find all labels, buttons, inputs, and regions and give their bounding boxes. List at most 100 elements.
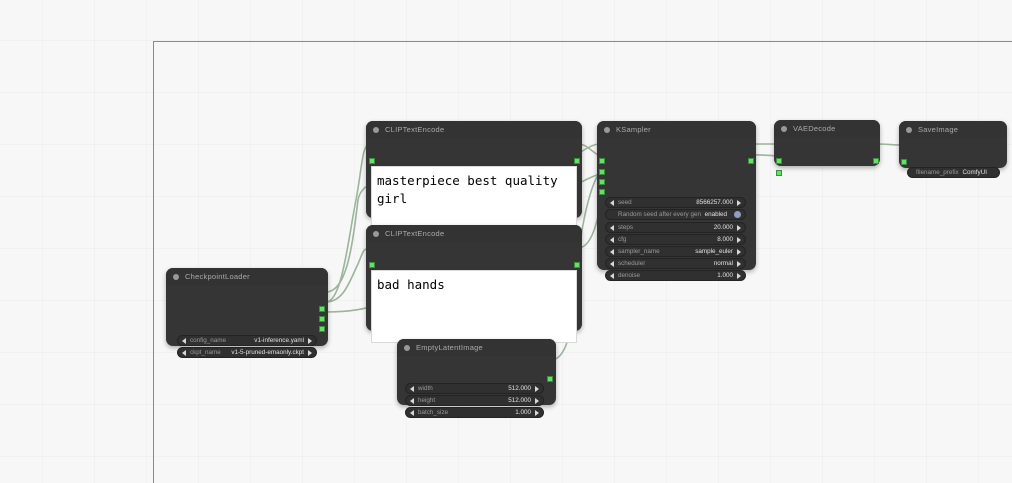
widget-label: sampler_name (618, 248, 660, 255)
widget-value: v1-5-pruned-emaonly.ckpt (231, 349, 304, 356)
increment-arrow-icon[interactable] (535, 385, 539, 392)
output-slot-conditioning[interactable] (574, 262, 580, 268)
decrement-arrow-icon[interactable] (610, 248, 614, 255)
decrement-arrow-icon[interactable] (610, 199, 614, 206)
output-slot-latent[interactable] (748, 158, 754, 164)
input-slot-clip[interactable] (369, 158, 375, 164)
increment-arrow-icon[interactable] (308, 349, 312, 356)
increment-arrow-icon[interactable] (737, 248, 741, 255)
input-slot-images[interactable] (901, 159, 907, 165)
increment-arrow-icon[interactable] (308, 337, 312, 344)
increment-arrow-icon[interactable] (737, 260, 741, 267)
widget-config-name[interactable]: config_name v1-inference.yaml (177, 335, 317, 346)
widget-label: height (418, 397, 436, 404)
widget-label: Random seed after every gen (618, 211, 701, 218)
widget-label: width (418, 385, 433, 392)
link-clip-negative (325, 247, 370, 303)
increment-arrow-icon[interactable] (737, 236, 741, 243)
widget-value: normal (713, 260, 733, 267)
collapse-dot-icon[interactable] (404, 344, 410, 351)
decrement-arrow-icon[interactable] (182, 337, 186, 344)
node-title-label: EmptyLatentImage (416, 343, 483, 352)
collapse-dot-icon[interactable] (373, 230, 379, 237)
widget-value: 512.000 (508, 397, 531, 404)
decrement-arrow-icon[interactable] (410, 397, 414, 404)
decrement-arrow-icon[interactable] (410, 409, 414, 416)
widget-value: enabled (704, 211, 727, 218)
output-slot-image[interactable] (873, 158, 879, 164)
widget-value: 20.000 (713, 224, 733, 231)
decrement-arrow-icon[interactable] (610, 260, 614, 267)
widget-value: sample_euler (695, 248, 733, 255)
node-emptylatentimage[interactable]: EmptyLatentImage width 512.000 height 51… (397, 339, 556, 418)
output-slot-latent[interactable] (547, 376, 553, 382)
input-slot-latent-image[interactable] (599, 189, 605, 195)
widget-value: v1-inference.yaml (254, 337, 304, 344)
output-slot-model[interactable] (319, 306, 325, 312)
node-title-bar-vaedecode[interactable]: VAEDecode (774, 120, 880, 137)
node-title-bar-ksampler[interactable]: KSampler (597, 121, 756, 138)
widget-cfg[interactable]: cfg 8.000 (605, 234, 746, 245)
node-title-bar-negative[interactable]: CLIPTextEncode (366, 225, 582, 242)
output-slot-vae[interactable] (319, 326, 325, 332)
input-slot-samples[interactable] (776, 158, 782, 164)
collapse-dot-icon[interactable] (373, 126, 379, 133)
widget-label: batch_size (418, 409, 449, 416)
output-slot-conditioning[interactable] (574, 158, 580, 164)
widget-batch-size[interactable]: batch_size 1.000 (405, 407, 544, 418)
node-title-bar-positive[interactable]: CLIPTextEncode (366, 121, 582, 138)
decrement-arrow-icon[interactable] (610, 224, 614, 231)
input-slot-positive[interactable] (599, 169, 605, 175)
input-slot-clip[interactable] (369, 262, 375, 268)
node-title-label: CheckpointLoader (185, 272, 250, 281)
node-saveimage[interactable]: SaveImage filename_prefix ComfyUI (899, 121, 1007, 178)
widget-random-seed-toggle[interactable]: Random seed after every gen enabled (605, 209, 746, 220)
widget-value: ComfyUI (962, 169, 988, 176)
output-slot-clip[interactable] (319, 316, 325, 322)
increment-arrow-icon[interactable] (737, 224, 741, 231)
widget-height[interactable]: height 512.000 (405, 395, 544, 406)
increment-arrow-icon[interactable] (737, 199, 741, 206)
widget-scheduler[interactable]: scheduler normal (605, 258, 746, 269)
widget-label: ckpt_name (190, 349, 221, 356)
node-vaedecode[interactable]: VAEDecode (774, 120, 880, 176)
widget-seed[interactable]: seed 8566257.000 (605, 197, 746, 208)
increment-arrow-icon[interactable] (737, 272, 741, 279)
node-ksampler[interactable]: KSampler seed 8566257.000 Random seed af… (597, 121, 756, 281)
node-cliptextencode-negative[interactable]: CLIPTextEncode bad hands (366, 225, 582, 343)
decrement-arrow-icon[interactable] (410, 385, 414, 392)
increment-arrow-icon[interactable] (535, 397, 539, 404)
widget-label: filename_prefix (916, 169, 959, 176)
node-title-bar-saveimage[interactable]: SaveImage (899, 121, 1007, 138)
prompt-textarea-positive[interactable]: masterpiece best quality girl (371, 166, 577, 230)
prompt-textarea-negative[interactable]: bad hands (371, 270, 577, 343)
widget-ckpt-name[interactable]: ckpt_name v1-5-pruned-emaonly.ckpt (177, 347, 317, 358)
widget-value: 1.000 (717, 272, 733, 279)
widget-filename-prefix[interactable]: filename_prefix ComfyUI (907, 167, 1000, 178)
widget-sampler-name[interactable]: sampler_name sample_euler (605, 246, 746, 257)
widget-label: cfg (618, 236, 627, 243)
decrement-arrow-icon[interactable] (182, 349, 186, 356)
decrement-arrow-icon[interactable] (610, 236, 614, 243)
node-cliptextencode-positive[interactable]: CLIPTextEncode masterpiece best quality … (366, 121, 582, 230)
node-title-label: CLIPTextEncode (385, 125, 445, 134)
widget-value: 1.000 (515, 409, 531, 416)
node-checkpointloader[interactable]: CheckpointLoader config_name v1-inferenc… (166, 268, 328, 358)
widget-width[interactable]: width 512.000 (405, 383, 544, 394)
collapse-dot-icon[interactable] (781, 125, 787, 132)
input-slot-model[interactable] (599, 158, 605, 164)
node-title-bar-checkpointloader[interactable]: CheckpointLoader (166, 268, 328, 285)
input-slot-negative[interactable] (599, 179, 605, 185)
node-title-bar-emptylatentimage[interactable]: EmptyLatentImage (397, 339, 556, 356)
input-slot-vae[interactable] (776, 170, 782, 176)
node-title-label: KSampler (616, 125, 651, 134)
increment-arrow-icon[interactable] (535, 409, 539, 416)
widget-steps[interactable]: steps 20.000 (605, 222, 746, 233)
collapse-dot-icon[interactable] (604, 126, 610, 133)
decrement-arrow-icon[interactable] (610, 272, 614, 279)
toggle-knob-icon[interactable] (734, 211, 741, 218)
widget-denoise[interactable]: denoise 1.000 (605, 270, 746, 281)
collapse-dot-icon[interactable] (173, 273, 179, 280)
collapse-dot-icon[interactable] (906, 126, 912, 133)
